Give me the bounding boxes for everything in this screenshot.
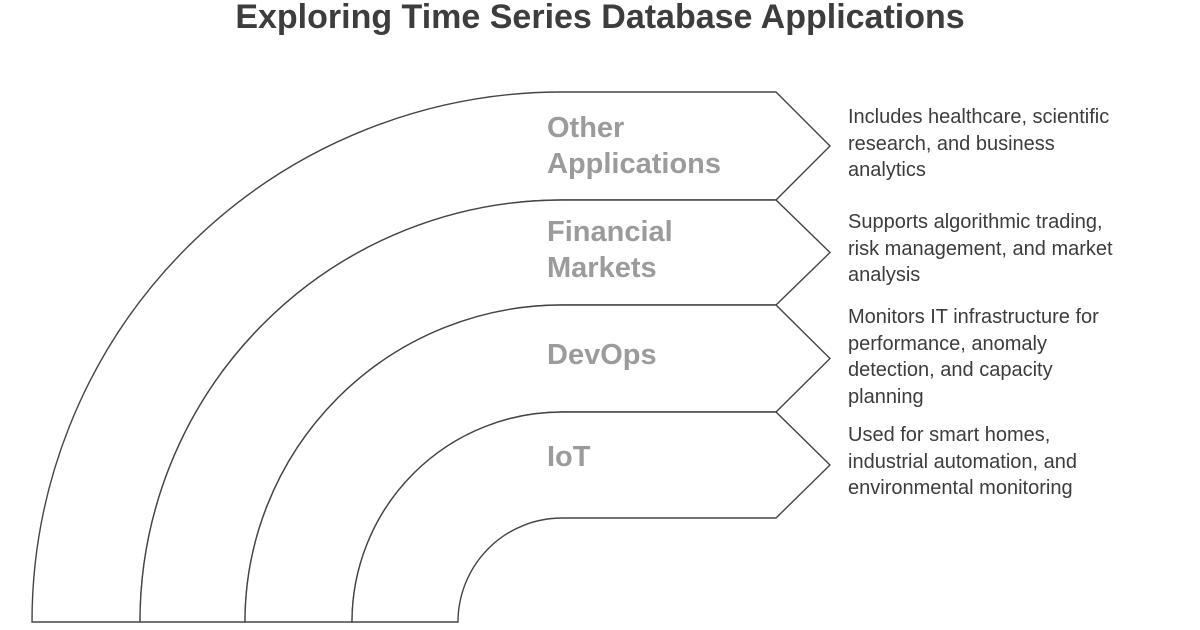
band-label-other-applications: Other Applications — [547, 112, 722, 180]
band-description-financial-markets: Supports algorithmic trading, risk manag… — [848, 211, 1113, 286]
band-description-devops: Monitors IT infrastructure for performan… — [848, 306, 1099, 408]
band-shape-iot — [351, 411, 831, 623]
band-description-iot: Used for smart homes, industrial automat… — [848, 424, 1078, 499]
band-description-other-applications: Includes healthcare, scientific research… — [848, 106, 1110, 181]
band-label-devops: DevOps — [547, 339, 657, 371]
band-label-financial-markets: Financial Markets — [547, 216, 673, 284]
page-title: Exploring Time Series Database Applicati… — [235, 0, 965, 36]
band-label-iot: IoT — [547, 441, 591, 473]
